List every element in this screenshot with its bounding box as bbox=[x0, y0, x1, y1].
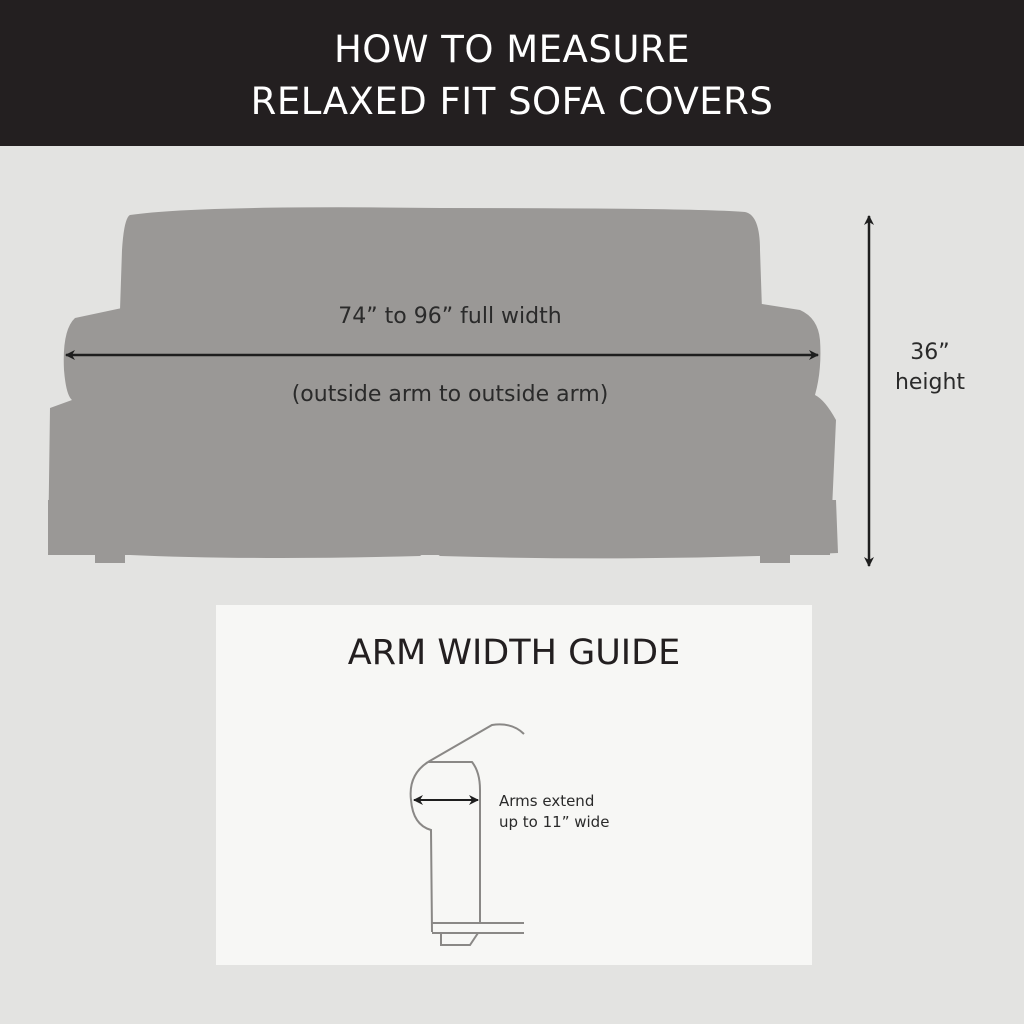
header-title-line1: HOW TO MEASURE bbox=[333, 28, 691, 71]
arm-guide-title: ARM WIDTH GUIDE bbox=[347, 633, 681, 673]
height-value: 36” bbox=[910, 340, 950, 365]
header-title-line2: RELAXED FIT SOFA COVERS bbox=[250, 80, 774, 123]
width-label: 74” to 96” full width bbox=[338, 304, 562, 329]
header-banner: HOW TO MEASURE RELAXED FIT SOFA COVERS bbox=[0, 0, 1024, 146]
arm-note: Arms extend up to 11” wide bbox=[499, 791, 609, 833]
sofa-silhouette bbox=[48, 207, 838, 563]
arm-width-guide-card: ARM WIDTH GUIDE Arms extend up to 11” wi… bbox=[216, 605, 812, 965]
arm-diagram bbox=[409, 723, 525, 946]
arm-note-line1: Arms extend bbox=[499, 792, 595, 810]
arm-note-line2: up to 11” wide bbox=[499, 813, 610, 831]
height-label: height bbox=[894, 370, 966, 395]
width-note: (outside arm to outside arm) bbox=[291, 382, 609, 407]
